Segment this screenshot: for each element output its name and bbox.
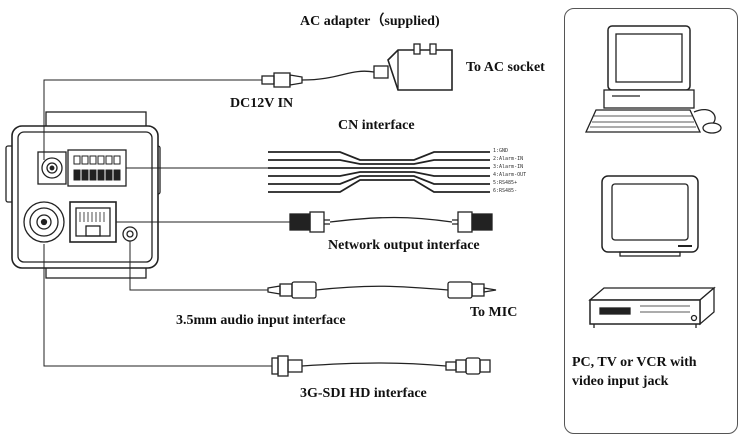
- device-panel: [564, 8, 738, 434]
- cn-terminal-block: [67, 149, 127, 187]
- network-cable: [289, 211, 493, 233]
- cn-pin-label: 3:Alarm-IN: [493, 164, 524, 170]
- dc12v-in-label: DC12V IN: [230, 96, 294, 111]
- to-mic-label: To MIC: [470, 305, 518, 320]
- connection-lines: [43, 79, 290, 367]
- sdi-bnc-connector: [23, 201, 65, 243]
- cn-pin-label: 1:GND: [493, 148, 509, 154]
- device-caption-line1: PC, TV or VCR with: [572, 355, 697, 370]
- network-output-label: Network output interface: [328, 238, 480, 253]
- ac-adapter: [387, 43, 453, 91]
- dc-plug-cable: [261, 65, 389, 88]
- cn-pin-label: 4:Alarm-OUT: [493, 172, 527, 178]
- cn-pin-label: 6:RS485-: [493, 188, 518, 194]
- ac-adapter-label: AC adapter（supplied): [300, 14, 440, 29]
- camera-body: [5, 111, 161, 279]
- cn-wire-harness: [268, 151, 490, 193]
- dc-power-jack: [37, 151, 67, 185]
- sdi-cable: [271, 355, 491, 377]
- cn-interface-label: CN interface: [338, 118, 415, 133]
- audio-cable: [267, 281, 497, 299]
- cn-pin-label: 5:RS485+: [493, 180, 518, 186]
- tv-monitor-icon: [601, 175, 699, 257]
- device-caption-line2: video input jack: [572, 374, 669, 389]
- to-ac-socket-label: To AC socket: [466, 60, 545, 75]
- cn-pin-label: 2:Alarm-IN: [493, 156, 524, 162]
- vcr-player-icon: [588, 286, 716, 328]
- audio-input-label: 3.5mm audio input interface: [176, 313, 346, 328]
- sdi-interface-label: 3G-SDI HD interface: [300, 386, 427, 401]
- pc-computer-icon: [584, 25, 722, 134]
